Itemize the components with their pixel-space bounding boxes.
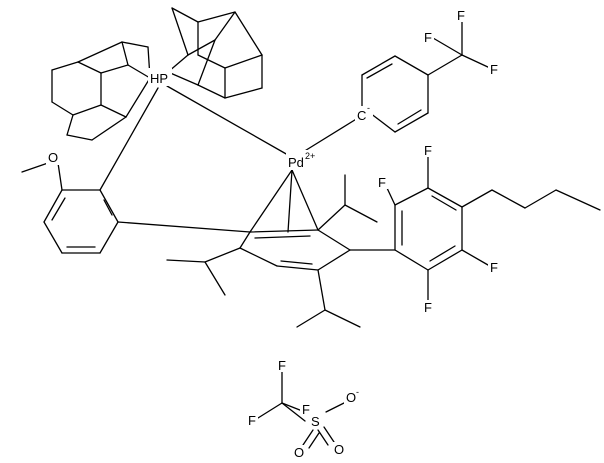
fluorine-label: F xyxy=(248,413,256,428)
aryl-carbon-charge-label: - xyxy=(367,103,370,113)
fluorine-label: F xyxy=(490,260,498,275)
anisyl-ring xyxy=(21,162,251,254)
oxide-charge-label: - xyxy=(356,387,359,397)
tetrafluorophenyl-ring xyxy=(386,156,601,301)
adamantyl-top xyxy=(167,7,263,99)
trifluoromethylphenyl-ring xyxy=(361,19,491,133)
palladium-charge-label: 2+ xyxy=(305,151,315,161)
fluorine-label: F xyxy=(424,300,432,315)
fluorine-label: F xyxy=(490,62,498,77)
fluorine-label: F xyxy=(424,143,432,158)
fluorine-label: F xyxy=(302,402,310,417)
sulfonyl-oxygen-label: O xyxy=(294,445,304,460)
palladium-label: Pd xyxy=(288,155,304,170)
fluorine-label: F xyxy=(457,8,465,23)
sulfonyl-oxygen-label: O xyxy=(334,442,344,457)
atom-labels: HP Pd 2+ C - O F F F F F F F F F F S xyxy=(46,8,500,460)
fluorine-label: F xyxy=(378,175,386,190)
fluorine-label: F xyxy=(278,358,286,373)
methoxy-oxygen-label: O xyxy=(48,150,58,165)
adamantyl-left xyxy=(51,41,151,141)
fluorine-label: F xyxy=(424,30,432,45)
phosphorus-label: HP xyxy=(150,71,168,86)
aryl-carbon-label: C xyxy=(357,108,366,123)
oxide-oxygen-label: O xyxy=(346,390,356,405)
sulfur-label: S xyxy=(311,414,320,429)
phosphine-palladium-bonds xyxy=(99,85,359,233)
triisopropylphenyl-ring xyxy=(166,174,396,328)
